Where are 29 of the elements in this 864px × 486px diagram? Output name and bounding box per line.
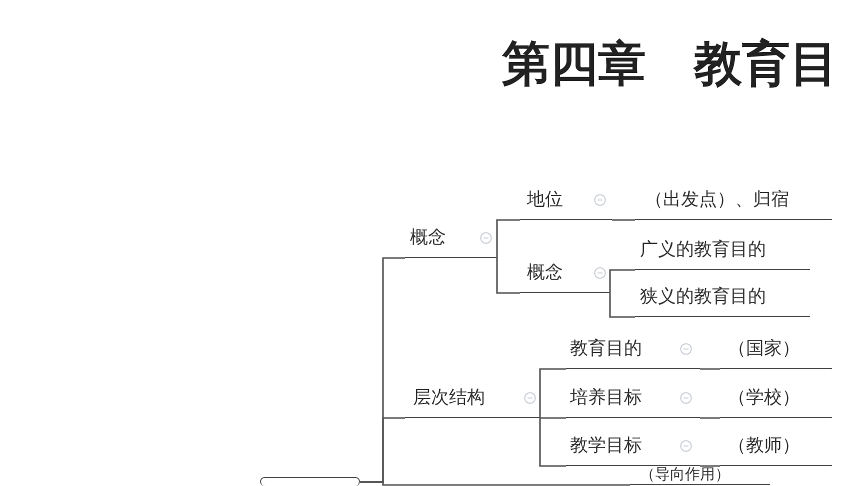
topic-text: 地位: [527, 189, 563, 211]
topic-text: （导向作用）: [640, 466, 730, 482]
topic-text: 教学目标: [570, 435, 642, 457]
topic-text: 培养目标: [570, 387, 642, 409]
topic-underline: [630, 466, 770, 485]
connector-line: [609, 293, 635, 318]
topic-text: （教师）: [728, 435, 800, 457]
title: 第四章 教育目: [502, 36, 838, 92]
connector-line: [699, 368, 720, 370]
topic-text: （出发点）、归宿: [645, 189, 789, 211]
topic-text: 狭义的教育目的: [640, 286, 766, 308]
connector-line: [539, 368, 566, 418]
connector-line: [609, 269, 635, 293]
topic-text: 广义的教育目的: [640, 239, 766, 261]
connector-line: [496, 219, 520, 258]
connector-line: [699, 465, 720, 467]
topic-text: 层次结构: [413, 387, 485, 409]
connector-line: [539, 418, 566, 467]
topic-text: 教育目的: [570, 338, 642, 360]
topic-text: 概念: [410, 227, 446, 249]
connector-line: [611, 219, 635, 221]
root-topic-box: [260, 477, 360, 486]
connector-line: [496, 258, 520, 294]
connector-line: [360, 481, 630, 486]
topic-text: （国家）: [728, 338, 800, 360]
topic-text: 概念: [527, 262, 563, 284]
connector-line: [699, 417, 720, 419]
connector-line: [539, 417, 566, 419]
topic-text: （学校）: [728, 387, 800, 409]
